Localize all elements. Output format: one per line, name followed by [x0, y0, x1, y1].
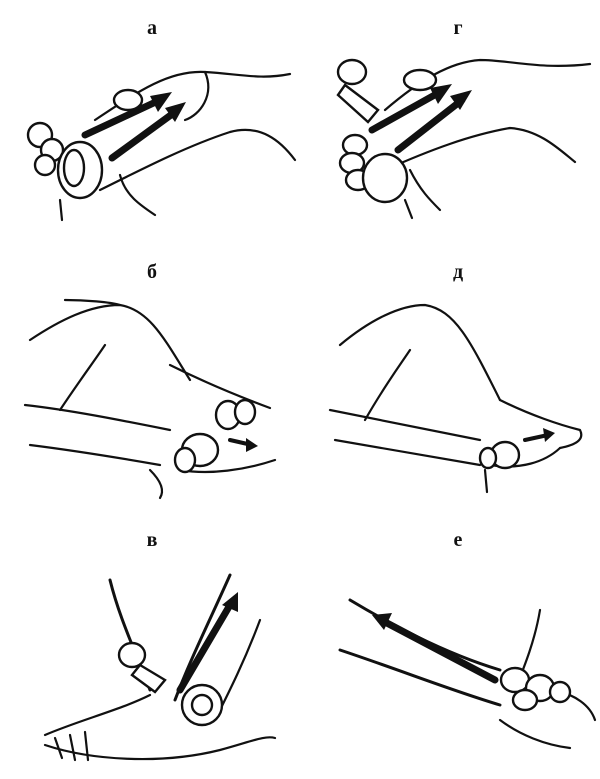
panel-label-v: в — [146, 529, 158, 551]
illustration-panel-d — [328, 303, 583, 494]
panel-label-g: г — [453, 17, 463, 39]
panel-label-d: д — [452, 261, 464, 283]
massager-icon — [478, 440, 521, 494]
illustration-panel-a — [26, 70, 297, 222]
massager-icon — [26, 121, 104, 200]
panel-label-b: б — [147, 261, 157, 283]
massager-icon — [336, 58, 414, 220]
massager-icon — [173, 398, 257, 474]
massager-icon — [117, 641, 224, 727]
illustration-panel-v — [43, 573, 277, 762]
illustration-panel-b — [23, 298, 277, 500]
panel-label-a: а — [147, 17, 157, 39]
panel-label-e: е — [453, 529, 463, 551]
massager-icon — [499, 666, 572, 712]
illustration-panel-e — [338, 598, 597, 750]
illustration-panel-g — [336, 58, 592, 220]
